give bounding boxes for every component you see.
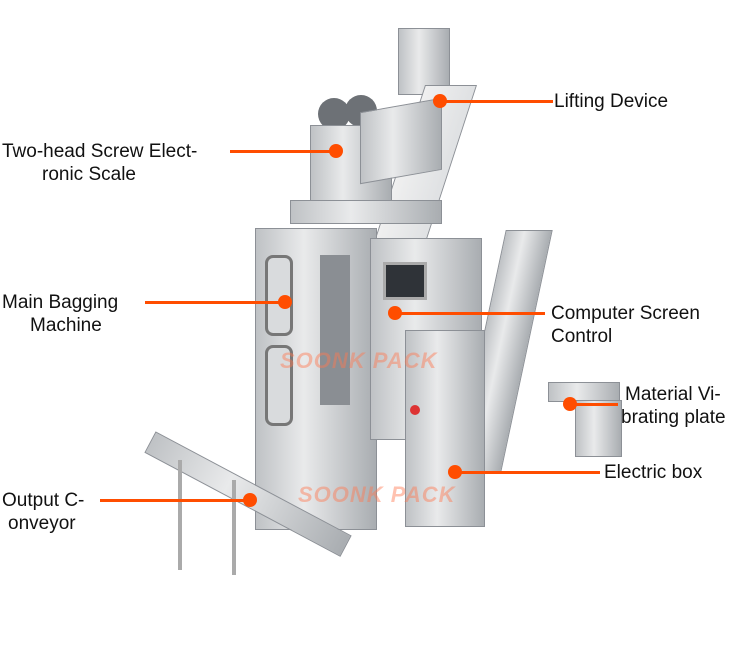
callout-dot xyxy=(278,295,292,309)
callout-dot xyxy=(448,465,462,479)
label-lifting-device: Lifting Device xyxy=(554,91,669,112)
conveyor-leg xyxy=(232,480,236,575)
watermark: SOONK PACK xyxy=(298,482,456,507)
callout-line xyxy=(395,312,545,315)
touch-screen xyxy=(383,262,427,300)
label-vibrating-plate: Material Vi-brating plate xyxy=(621,384,726,428)
electric-box xyxy=(405,330,485,527)
callout-line xyxy=(455,471,600,474)
callout-dot xyxy=(563,397,577,411)
emergency-stop xyxy=(410,405,420,415)
callout-line xyxy=(100,499,250,502)
scale-hopper xyxy=(360,97,442,185)
callout-dot xyxy=(243,493,257,507)
screw-motor-1 xyxy=(318,98,350,130)
label-electric-box: Electric box xyxy=(604,462,703,483)
vibrator-motor xyxy=(575,400,622,457)
conveyor-leg xyxy=(178,460,182,570)
label-output-conveyor: Output C-onveyor xyxy=(2,490,85,534)
callout-dot xyxy=(388,306,402,320)
callout-dot xyxy=(433,94,447,108)
watermark: SOONK PACK xyxy=(280,348,438,373)
vibrating-plate xyxy=(548,382,620,402)
elevator-hopper xyxy=(398,28,450,95)
label-screw-scale: Two-head Screw Elect-ronic Scale xyxy=(2,141,198,185)
scale-funnel xyxy=(290,200,442,224)
callout-line xyxy=(570,403,618,406)
callout-dot xyxy=(329,144,343,158)
callout-line xyxy=(230,150,336,153)
window xyxy=(265,345,293,426)
forming-tube xyxy=(320,255,350,405)
callout-line xyxy=(440,100,553,103)
callout-line xyxy=(145,301,285,304)
